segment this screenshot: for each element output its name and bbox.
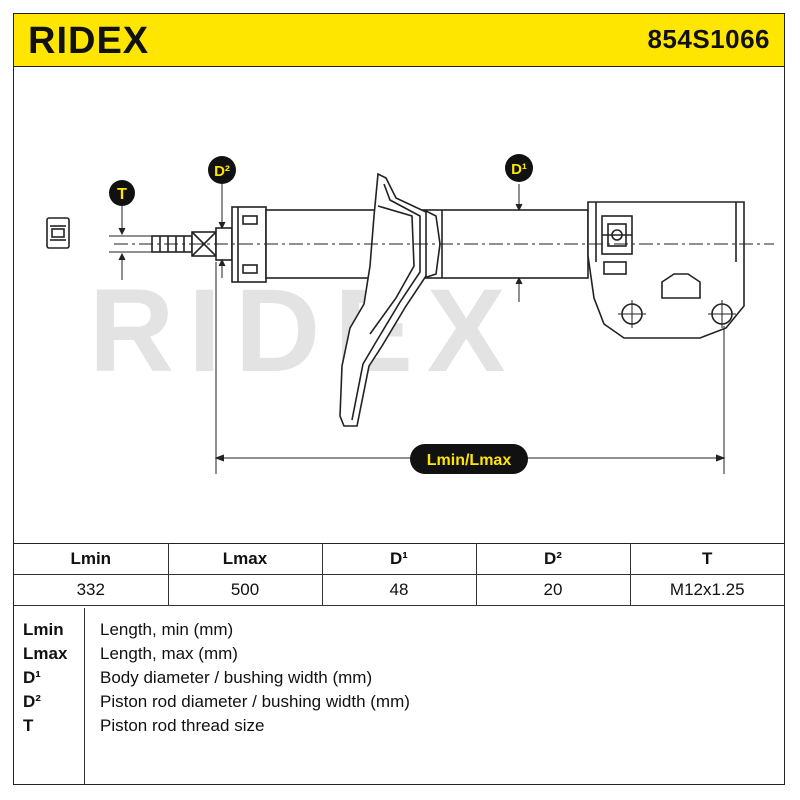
header-bar: RIDEX 854S1066 xyxy=(14,14,784,67)
shock-absorber-drawing: RIDEX xyxy=(46,154,774,474)
legend-desc: Piston rod thread size xyxy=(100,716,265,735)
header-d2: D² xyxy=(475,543,631,575)
part-number: 854S1066 xyxy=(647,24,770,54)
svg-text:D²: D² xyxy=(214,163,230,180)
header-t: T xyxy=(629,543,784,575)
spring-seat xyxy=(339,172,427,427)
ridex-logo: RIDEX xyxy=(28,20,149,60)
legend-desc: Length, min (mm) xyxy=(100,620,234,639)
header-lmin: Lmin xyxy=(14,543,169,575)
value-d1: 48 xyxy=(321,574,477,606)
legend-desc: Piston rod diameter / bushing width (mm) xyxy=(100,692,410,711)
knuckle-bracket xyxy=(587,201,745,339)
legend-key: Lmin xyxy=(23,620,64,639)
label-length: Lmin/Lmax xyxy=(410,444,528,474)
header-d1: D¹ xyxy=(321,543,477,575)
legend: Lmin Length, min (mm) Lmax Length, max (… xyxy=(14,608,784,784)
svg-text:Lmin/Lmax: Lmin/Lmax xyxy=(427,452,512,469)
legend-item: T Piston rod thread size xyxy=(14,716,784,740)
legend-key: Lmax xyxy=(23,644,68,663)
technical-sheet: RIDEX 854S1066 RIDEX xyxy=(13,13,785,785)
value-lmin: 332 xyxy=(14,574,169,606)
nut xyxy=(46,217,70,249)
legend-desc: Length, max (mm) xyxy=(100,644,238,663)
label-d1: D¹ xyxy=(505,154,533,182)
value-t: M12x1.25 xyxy=(629,574,784,606)
legend-item: Lmin Length, min (mm) xyxy=(14,620,784,644)
watermark: RIDEX xyxy=(89,265,520,397)
spec-value-row: 332 500 48 20 M12x1.25 xyxy=(14,574,784,606)
legend-key: D² xyxy=(23,692,41,711)
legend-item: Lmax Length, max (mm) xyxy=(14,644,784,668)
value-lmax: 500 xyxy=(167,574,323,606)
legend-key: D¹ xyxy=(23,668,41,687)
legend-desc: Body diameter / bushing width (mm) xyxy=(100,668,373,687)
label-t: T xyxy=(109,180,135,206)
spec-table: Lmin Lmax D¹ D² T 332 500 48 20 M12x1.25 xyxy=(14,543,784,606)
value-d2: 20 xyxy=(475,574,631,606)
legend-item: D¹ Body diameter / bushing width (mm) xyxy=(14,668,784,692)
label-d2: D² xyxy=(208,156,236,184)
svg-text:T: T xyxy=(117,186,127,203)
svg-text:D¹: D¹ xyxy=(511,161,527,178)
legend-key: T xyxy=(23,716,34,735)
spec-header-row: Lmin Lmax D¹ D² T xyxy=(14,543,784,575)
svg-text:RIDEX: RIDEX xyxy=(28,20,149,60)
header-lmax: Lmax xyxy=(167,543,323,575)
legend-item: D² Piston rod diameter / bushing width (… xyxy=(14,692,784,716)
legend-divider xyxy=(84,608,85,784)
